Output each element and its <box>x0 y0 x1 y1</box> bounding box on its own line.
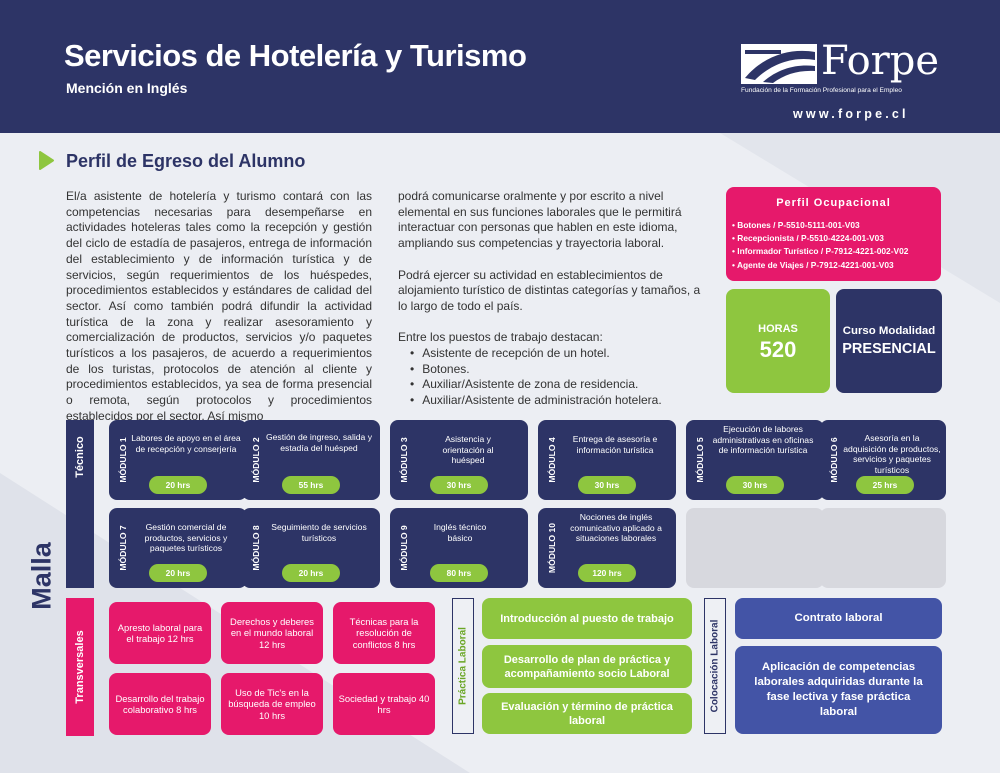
module-title: Seguimiento de servicios turísticos <box>271 522 367 543</box>
curso-label: Curso Modalidad <box>842 325 936 337</box>
module-title: Ejecución de labores administrativas en … <box>712 424 814 455</box>
practica-label: Práctica Laboral <box>457 627 469 705</box>
horas-value: 520 <box>759 337 797 362</box>
module-hours-badge: 30 hrs <box>578 476 636 494</box>
module-number: MÓDULO 7 <box>118 525 128 571</box>
page-subtitle: Mención en Inglés <box>66 80 188 96</box>
logo-wordmark: Forpe <box>821 38 940 84</box>
logo-mark-icon <box>741 44 817 84</box>
module-hours-badge: 30 hrs <box>726 476 784 494</box>
transversal-card[interactable]: Apresto laboral para el trabajo 12 hrs <box>109 602 211 664</box>
module-number: MÓDULO 1 <box>118 437 128 483</box>
practica-card[interactable]: Evaluación y término de práctica laboral <box>482 693 692 734</box>
module-title: Nociones de inglés comunicativo aplicado… <box>570 512 662 543</box>
transversal-card[interactable]: Técnicas para la resolución de conflicto… <box>333 602 435 664</box>
curso-value: PRESENCIAL <box>842 341 936 357</box>
section-title: Perfil de Egreso del Alumno <box>66 151 306 171</box>
colocacion-label: Colocación Laboral <box>709 619 721 713</box>
module-number: MÓDULO 6 <box>829 437 839 483</box>
practica-card[interactable]: Desarrollo de plan de práctica y acompañ… <box>482 645 692 688</box>
forpe-logo[interactable]: Forpe Fundación de la Formación Profesio… <box>741 38 939 94</box>
module-hours-badge: 120 hrs <box>578 564 636 582</box>
module-number: MÓDULO 9 <box>399 525 409 571</box>
perfil-title: Perfil Ocupacional <box>776 197 891 209</box>
module-title: Inglés técnico básico <box>433 522 487 543</box>
module-hours-badge: 20 hrs <box>282 564 340 582</box>
practica-card[interactable]: Introducción al puesto de trabajo <box>482 598 692 639</box>
empty-module-slot <box>820 508 946 588</box>
page-title: Servicios de Hotelería y Turismo <box>64 38 527 73</box>
module-card[interactable]: MÓDULO 3 Asistencia y orientación al hué… <box>390 420 528 500</box>
module-hours-badge: 20 hrs <box>149 564 207 582</box>
module-hours-badge: 25 hrs <box>856 476 914 494</box>
module-card[interactable]: MÓDULO 6 Asesoría en la adquisición de p… <box>820 420 946 500</box>
module-card[interactable]: MÓDULO 8 Seguimiento de servicios turíst… <box>242 508 380 588</box>
module-number: MÓDULO 10 <box>547 522 557 574</box>
module-card[interactable]: MÓDULO 1 Labores de apoyo en el área de … <box>109 420 247 500</box>
module-hours-badge: 20 hrs <box>149 476 207 494</box>
perfil-ocupacional-card: Perfil Ocupacional Botones / P-5510-5111… <box>726 187 941 281</box>
module-card[interactable]: MÓDULO 9 Inglés técnico básico 80 hrs <box>390 508 528 588</box>
jobs-list: Asistente de recepción de un hotel. Boto… <box>398 346 704 409</box>
module-number: MÓDULO 2 <box>251 437 261 483</box>
logo-tagline: Fundación de la Formación Profesional pa… <box>741 87 902 94</box>
practica-label-box: Práctica Laboral <box>452 598 474 734</box>
list-item: Informador Turístico / P-7912-4221-002-V… <box>732 245 908 258</box>
profile-column-2: podrá comunicarse oralmente y por escrit… <box>398 189 704 409</box>
colocacion-card[interactable]: Aplicación de competencias laborales adq… <box>735 646 942 734</box>
module-number: MÓDULO 8 <box>251 525 261 571</box>
colocacion-card[interactable]: Contrato laboral <box>735 598 942 639</box>
list-item: Asistente de recepción de un hotel. <box>410 346 704 362</box>
transversales-label: Transversales <box>74 630 86 704</box>
list-item: Auxiliar/Asistente de administración hot… <box>410 393 704 409</box>
module-card[interactable]: MÓDULO 2 Gestión de ingreso, salida y es… <box>242 420 380 500</box>
tecnico-label: Técnico <box>74 436 86 478</box>
module-title: Asesoría en la adquisición de productos,… <box>843 433 941 475</box>
colocacion-label-box: Colocación Laboral <box>704 598 726 734</box>
profile-paragraph-1: El/a asistente de hotelería y turismo co… <box>66 189 372 423</box>
module-title: Entrega de asesoría e información turíst… <box>572 434 658 455</box>
module-number: MÓDULO 5 <box>695 437 705 483</box>
malla-title: Malla <box>26 542 57 610</box>
empty-module-slot <box>686 508 824 588</box>
curso-card: Curso Modalidad PRESENCIAL <box>836 289 942 393</box>
header-banner: Servicios de Hotelería y Turismo Mención… <box>0 0 1000 133</box>
module-card[interactable]: MÓDULO 10 Nociones de inglés comunicativ… <box>538 508 676 588</box>
module-number: MÓDULO 4 <box>547 437 557 483</box>
transversal-card[interactable]: Derechos y deberes en el mundo laboral 1… <box>221 602 323 664</box>
jobs-intro: Entre los puestos de trabajo destacan: <box>398 330 603 345</box>
module-title: Gestión comercial de productos, servicio… <box>144 522 228 553</box>
module-card[interactable]: MÓDULO 4 Entrega de asesoría e informaci… <box>538 420 676 500</box>
module-title: Labores de apoyo en el área de recepción… <box>131 433 241 454</box>
list-item: Botones. <box>410 362 704 378</box>
module-hours-badge: 30 hrs <box>430 476 488 494</box>
transversales-bar: Transversales <box>66 598 94 736</box>
play-arrow-icon <box>39 151 54 170</box>
perfil-list: Botones / P-5510-5111-001-V03 Recepcioni… <box>732 219 908 272</box>
transversal-card[interactable]: Desarrollo del trabajo colaborativo 8 hr… <box>109 673 211 735</box>
transversal-card[interactable]: Sociedad y trabajo 40 hrs <box>333 673 435 735</box>
module-title: Asistencia y orientación al huésped <box>442 434 494 465</box>
horas-card: HORAS 520 <box>726 289 830 393</box>
module-hours-badge: 55 hrs <box>282 476 340 494</box>
website-link[interactable]: www.forpe.cl <box>793 107 909 121</box>
module-number: MÓDULO 3 <box>399 437 409 483</box>
horas-label: HORAS <box>758 323 798 335</box>
list-item: Recepcionista / P-5510-4224-001-V03 <box>732 232 908 245</box>
profile-paragraph-2: podrá comunicarse oralmente y por escrit… <box>398 189 682 251</box>
tecnico-bar: Técnico <box>66 420 94 588</box>
profile-paragraph-3: Podrá ejercer su actividad en establecim… <box>398 267 701 313</box>
module-card[interactable]: MÓDULO 7 Gestión comercial de productos,… <box>109 508 247 588</box>
list-item: Agente de Viajes / P-7912-4221-001-V03 <box>732 259 908 272</box>
list-item: Auxiliar/Asistente de zona de residencia… <box>410 377 704 393</box>
transversal-card[interactable]: Uso de Tic's en la búsqueda de empleo 10… <box>221 673 323 735</box>
module-card[interactable]: MÓDULO 5 Ejecución de labores administra… <box>686 420 824 500</box>
list-item: Botones / P-5510-5111-001-V03 <box>732 219 908 232</box>
module-hours-badge: 80 hrs <box>430 564 488 582</box>
malla-heading: Malla <box>27 536 57 616</box>
module-title: Gestión de ingreso, salida y estadía del… <box>265 432 373 453</box>
